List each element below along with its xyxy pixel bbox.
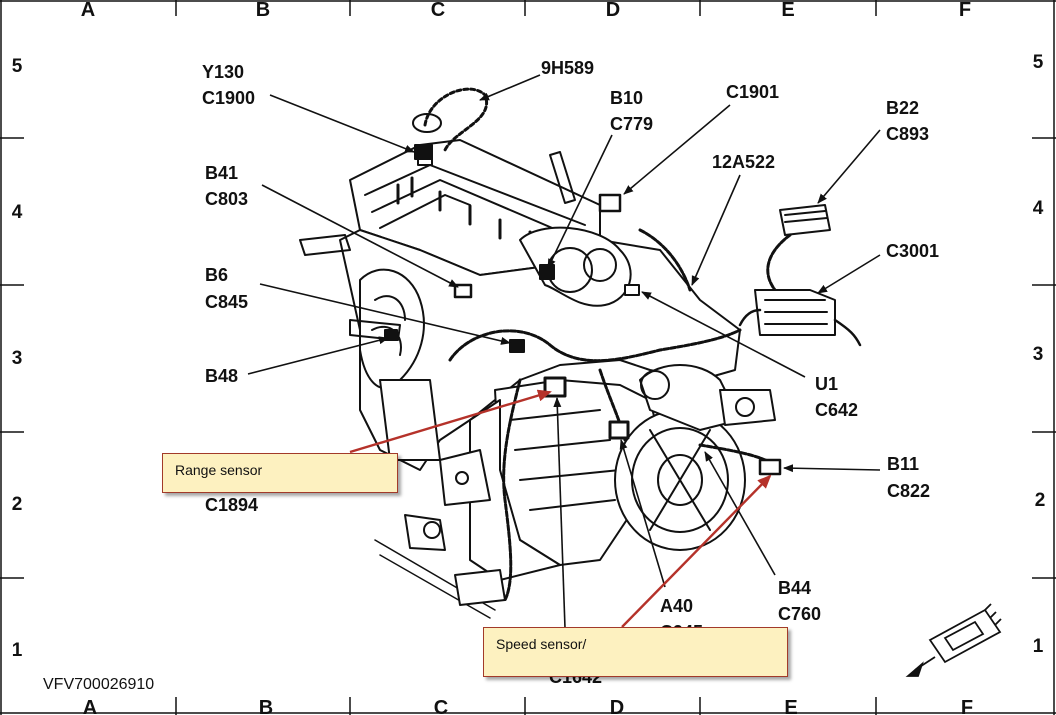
grid-col-f-top: F xyxy=(959,0,971,21)
grid-col-d-bottom: D xyxy=(610,697,624,715)
grid-col-a-bottom: A xyxy=(83,697,97,715)
grid-row-5-right: 5 xyxy=(1033,52,1044,73)
grid-row-3-left: 3 xyxy=(12,348,23,369)
vehicle-orientation-icon xyxy=(905,603,1002,677)
label-b44: B44 xyxy=(778,578,811,598)
grid-row-3-right: 3 xyxy=(1033,344,1044,365)
label-u1: U1 xyxy=(815,374,838,394)
grid-row-1-left: 1 xyxy=(12,640,23,661)
figure-id: VFV700026910 xyxy=(43,676,154,693)
label-b41: B41 xyxy=(205,163,238,183)
label-c1901: C1901 xyxy=(726,82,779,102)
grid-col-b-bottom: B xyxy=(259,697,273,715)
label-a40: A40 xyxy=(660,596,693,616)
grid-row-2-left: 2 xyxy=(12,494,23,515)
label-9h589: 9H589 xyxy=(541,58,594,78)
annotation-arrows xyxy=(349,389,772,628)
grid-row-2-right: 2 xyxy=(1035,490,1046,511)
grid-col-e-bottom: E xyxy=(784,697,797,715)
label-c1900: C1900 xyxy=(202,88,255,108)
speed-sensor-text: Speed sensor/ xyxy=(496,636,587,652)
grid-col-a-top: A xyxy=(81,0,95,21)
range-sensor-note: Range sensor xyxy=(162,453,398,493)
engine-transaxle-illustration xyxy=(299,87,862,619)
label-12a522: 12A522 xyxy=(712,152,775,172)
grid-col-b-top: B xyxy=(256,0,270,21)
label-c845: C845 xyxy=(205,292,248,312)
label-c1894: C1894 xyxy=(205,495,258,515)
grid-col-c-top: C xyxy=(431,0,445,21)
grid-row-4-left: 4 xyxy=(12,202,23,223)
range-sensor-text: Range sensor xyxy=(175,462,263,478)
speed-sensor-note: Speed sensor/ xyxy=(483,627,788,677)
label-c893: C893 xyxy=(886,124,929,144)
grid-row-5-left: 5 xyxy=(12,56,23,77)
grid-col-f-bottom: F xyxy=(961,697,973,715)
grid-col-d-top: D xyxy=(606,0,620,21)
label-b22: B22 xyxy=(886,98,919,118)
label-y130: Y130 xyxy=(202,62,244,82)
label-c642: C642 xyxy=(815,400,858,420)
label-b48: B48 xyxy=(205,366,238,386)
grid-col-c-bottom: C xyxy=(434,697,448,715)
label-b6: B6 xyxy=(205,265,228,285)
label-c3001: C3001 xyxy=(886,241,939,261)
grid-row-1-right: 1 xyxy=(1033,636,1044,657)
grid-row-4-right: 4 xyxy=(1033,198,1044,219)
label-c803: C803 xyxy=(205,189,248,209)
label-b10: B10 xyxy=(610,88,643,108)
label-b11: B11 xyxy=(887,454,919,474)
label-c760: C760 xyxy=(778,604,821,624)
grid-col-e-top: E xyxy=(781,0,794,21)
label-c779: C779 xyxy=(610,114,653,134)
label-c822: C822 xyxy=(887,481,930,501)
callout-leaders xyxy=(247,74,881,629)
callout-labels: Y130 C1900 9H589 B10 C779 C1901 B22 C893… xyxy=(202,58,939,687)
